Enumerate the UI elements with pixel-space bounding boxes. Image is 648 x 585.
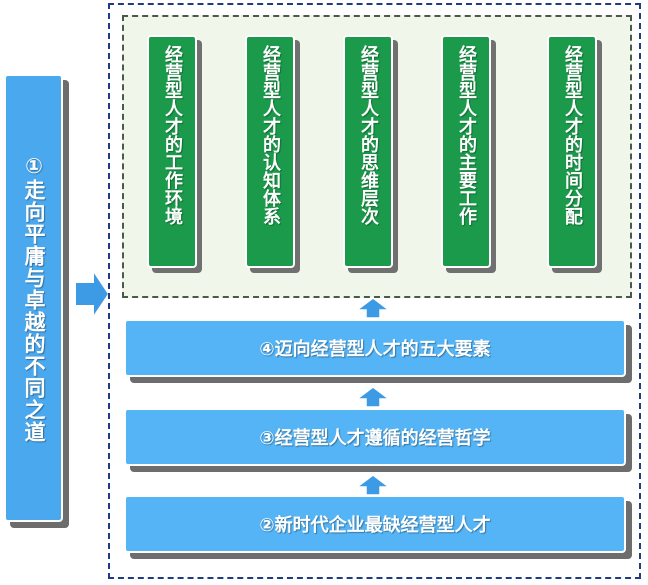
right-arrow-icon [74, 267, 111, 321]
pillar-label: 经营型人才的思维层次 [358, 45, 379, 225]
layer-3-box: ③经营型人才遵循的经营哲学 [124, 408, 626, 466]
pillar-work-environment: 经营型人才的工作环境 [147, 35, 197, 268]
pillar-thinking-level: 经营型人才的思维层次 [343, 35, 393, 268]
up-arrow-icon [356, 297, 390, 319]
layer-3-label: ③经营型人才遵循的经营哲学 [259, 428, 491, 449]
left-label-bar: ①走向平庸与卓越的不同之道 [4, 74, 63, 522]
pillar-main-work: 经营型人才的主要工作 [441, 35, 491, 268]
pillar-time-allocation: 经营型人才的时间分配 [547, 35, 597, 268]
layer-2-box: ②新时代企业最缺经营型人才 [124, 495, 626, 553]
pillar-label: 经营型人才的主要工作 [456, 45, 477, 225]
pillar-label: 经营型人才的时间分配 [562, 45, 583, 225]
up-arrow-icon [356, 386, 390, 408]
layer-2-label: ②新时代企业最缺经营型人才 [259, 515, 491, 536]
pillar-label: 经营型人才的工作环境 [162, 45, 183, 225]
outer-dashed-frame [108, 3, 641, 579]
layer-4-label: ④迈向经营型人才的五大要素 [259, 339, 491, 360]
pillar-cognitive-system: 经营型人才的认知体系 [245, 35, 295, 268]
pillar-label: 经营型人才的认知体系 [260, 45, 281, 225]
layer-4-box: ④迈向经营型人才的五大要素 [124, 319, 626, 377]
up-arrow-icon [356, 474, 390, 496]
left-label-text: ①走向平庸与卓越的不同之道 [22, 153, 46, 443]
